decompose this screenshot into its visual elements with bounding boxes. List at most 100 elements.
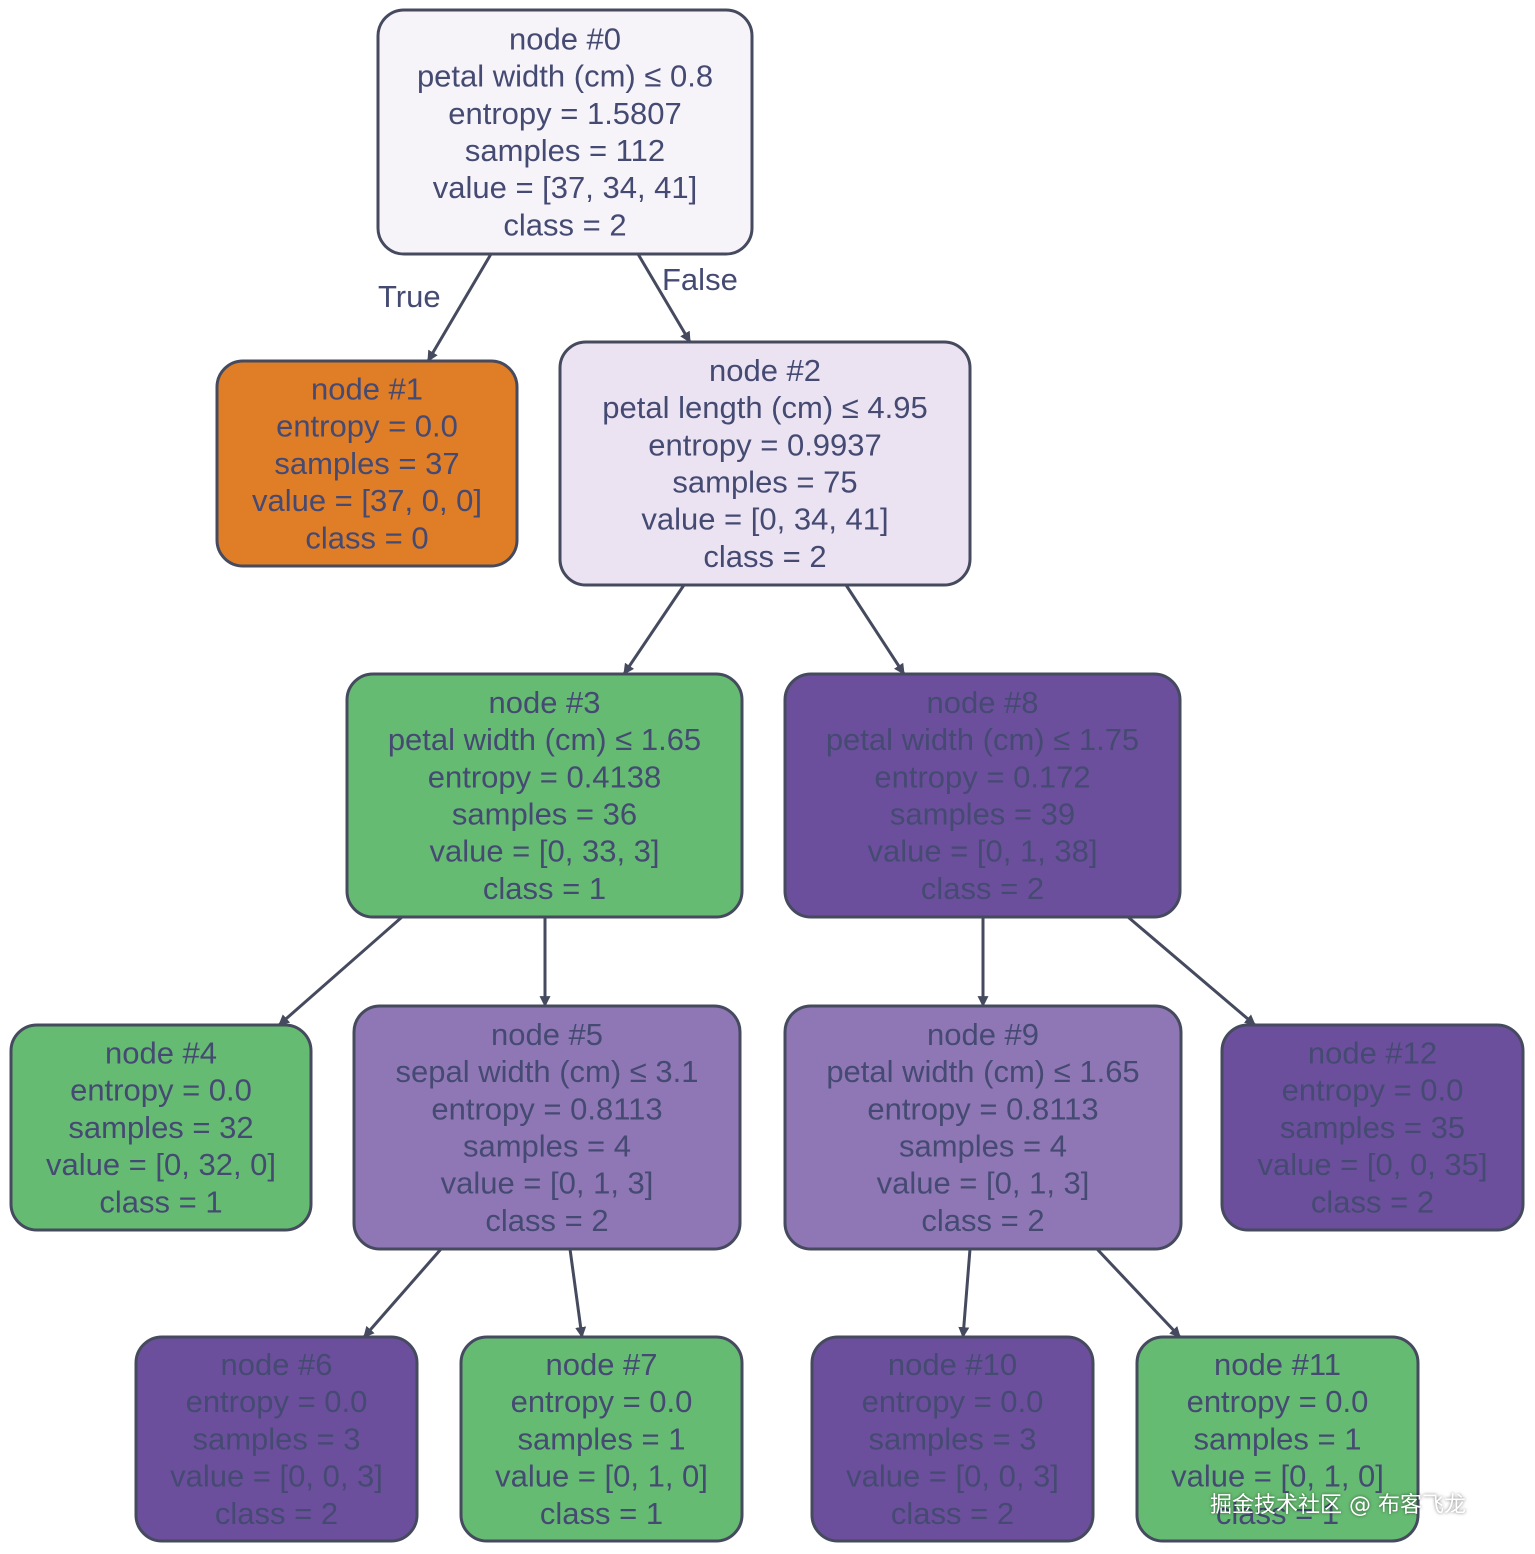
edge-label-true: True [378, 279, 441, 314]
node-1-line: samples = 37 [274, 446, 459, 481]
node-6-line: class = 2 [215, 1496, 338, 1531]
node-10-box [810, 1335, 1095, 1543]
node-6-line: node #6 [220, 1347, 332, 1382]
edge-node-8-to-node-12 [1127, 915, 1256, 1027]
node-5-line: node #5 [491, 1017, 603, 1052]
node-12-box [1220, 1023, 1525, 1232]
node-2-line: node #2 [709, 353, 821, 388]
node-10-line: class = 2 [891, 1496, 1014, 1531]
node-9-line: node #9 [927, 1017, 1039, 1052]
node-1-box [215, 359, 519, 568]
watermark-text: 掘金技术社区 @ 布客飞龙 [1210, 1493, 1466, 1518]
node-9-line: class = 2 [921, 1203, 1044, 1238]
node-8-line: entropy = 0.172 [874, 759, 1090, 794]
node-2-line: samples = 75 [672, 465, 857, 500]
node-12-line: entropy = 0.0 [1282, 1073, 1464, 1108]
node-4-line: class = 1 [99, 1184, 222, 1219]
edges-layer: True False [278, 253, 1256, 1339]
node-5-line: samples = 4 [463, 1129, 631, 1164]
node-2-line: class = 2 [703, 539, 826, 574]
node-1-line: entropy = 0.0 [276, 409, 458, 444]
node-11-line: class = 1 [1216, 1496, 1339, 1531]
node-8-box [783, 672, 1182, 919]
node-9-line: entropy = 0.8113 [867, 1091, 1098, 1126]
node-7-line: entropy = 0.0 [511, 1384, 693, 1419]
node-5-line: entropy = 0.8113 [431, 1091, 662, 1126]
node-8-line: node #8 [926, 685, 1038, 720]
node-11-line: samples = 1 [1193, 1421, 1361, 1456]
node-3-line: samples = 36 [452, 797, 637, 832]
node-11-line: node #11 [1214, 1347, 1341, 1382]
edge-label-false: False [662, 262, 738, 297]
node-8-line: samples = 39 [890, 797, 1075, 832]
edge-node-9-to-node-11 [1095, 1247, 1182, 1339]
edge-node-2-to-node-8 [844, 584, 906, 675]
node-7-line: class = 1 [540, 1496, 663, 1531]
node-0-line: entropy = 1.5807 [448, 96, 682, 131]
node-5-line: sepal width (cm) ≤ 3.1 [395, 1054, 698, 1089]
edge-node-2-to-node-3 [622, 584, 686, 675]
node-2-line: petal length (cm) ≤ 4.95 [602, 390, 927, 425]
node-3-line: class = 1 [483, 871, 606, 906]
node-2-box [558, 340, 972, 587]
node-4-line: node #4 [105, 1036, 217, 1071]
node-0-line: petal width (cm) ≤ 0.8 [417, 59, 713, 94]
edge-node-0-to-node-1 [426, 253, 493, 362]
node-9-line: samples = 4 [899, 1129, 1067, 1164]
node-2-line: entropy = 0.9937 [648, 427, 882, 462]
node-11-line: entropy = 0.0 [1187, 1384, 1369, 1419]
node-0-line: samples = 112 [465, 133, 665, 168]
node-9-box [783, 1004, 1183, 1251]
node-3-line: entropy = 0.4138 [428, 759, 662, 794]
node-0-line: value = [37, 34, 41] [433, 170, 698, 205]
node-6-line: samples = 3 [192, 1421, 360, 1456]
node-4-line: value = [0, 32, 0] [46, 1147, 276, 1182]
node-3-line: node #3 [488, 685, 600, 720]
node-6-line: entropy = 0.0 [186, 1384, 368, 1419]
edge-node-5-to-node-7 [568, 1248, 587, 1339]
node-12-line: samples = 35 [1280, 1110, 1465, 1145]
node-12-line: value = [0, 0, 35] [1257, 1147, 1487, 1182]
node-8-line: value = [0, 1, 38] [867, 834, 1097, 869]
node-2-line: value = [0, 34, 41] [641, 502, 888, 537]
node-4-line: entropy = 0.0 [70, 1073, 252, 1108]
node-10-line: node #10 [888, 1347, 1017, 1382]
node-3-box [345, 672, 744, 919]
edge-node-5-to-node-6 [362, 1248, 443, 1338]
edge-node-3-to-node-4 [278, 915, 403, 1027]
node-7-line: samples = 1 [517, 1421, 685, 1456]
edge-node-0-to-node-2 [636, 253, 692, 343]
node-12-line: node #12 [1308, 1036, 1437, 1071]
node-3-line: value = [0, 33, 3] [429, 834, 659, 869]
node-6-line: value = [0, 0, 3] [170, 1459, 383, 1494]
node-1-line: class = 0 [305, 520, 428, 555]
edge-node-9-to-node-10 [958, 1248, 972, 1339]
node-3-line: petal width (cm) ≤ 1.65 [388, 722, 701, 757]
node-10-line: value = [0, 0, 3] [846, 1459, 1059, 1494]
node-11-box [1135, 1335, 1420, 1543]
node-7-line: node #7 [545, 1347, 657, 1382]
node-9-line: petal width (cm) ≤ 1.65 [826, 1054, 1139, 1089]
node-1-line: node #1 [311, 372, 423, 407]
node-5-line: value = [0, 1, 3] [441, 1166, 654, 1201]
node-8-line: class = 2 [921, 871, 1044, 906]
node-9-line: value = [0, 1, 3] [877, 1166, 1090, 1201]
node-6-box [134, 1335, 419, 1543]
node-1-line: value = [37, 0, 0] [252, 483, 482, 518]
node-10-line: samples = 3 [868, 1421, 1036, 1456]
node-0-line: node #0 [509, 21, 621, 56]
node-0-line: class = 2 [503, 207, 626, 242]
